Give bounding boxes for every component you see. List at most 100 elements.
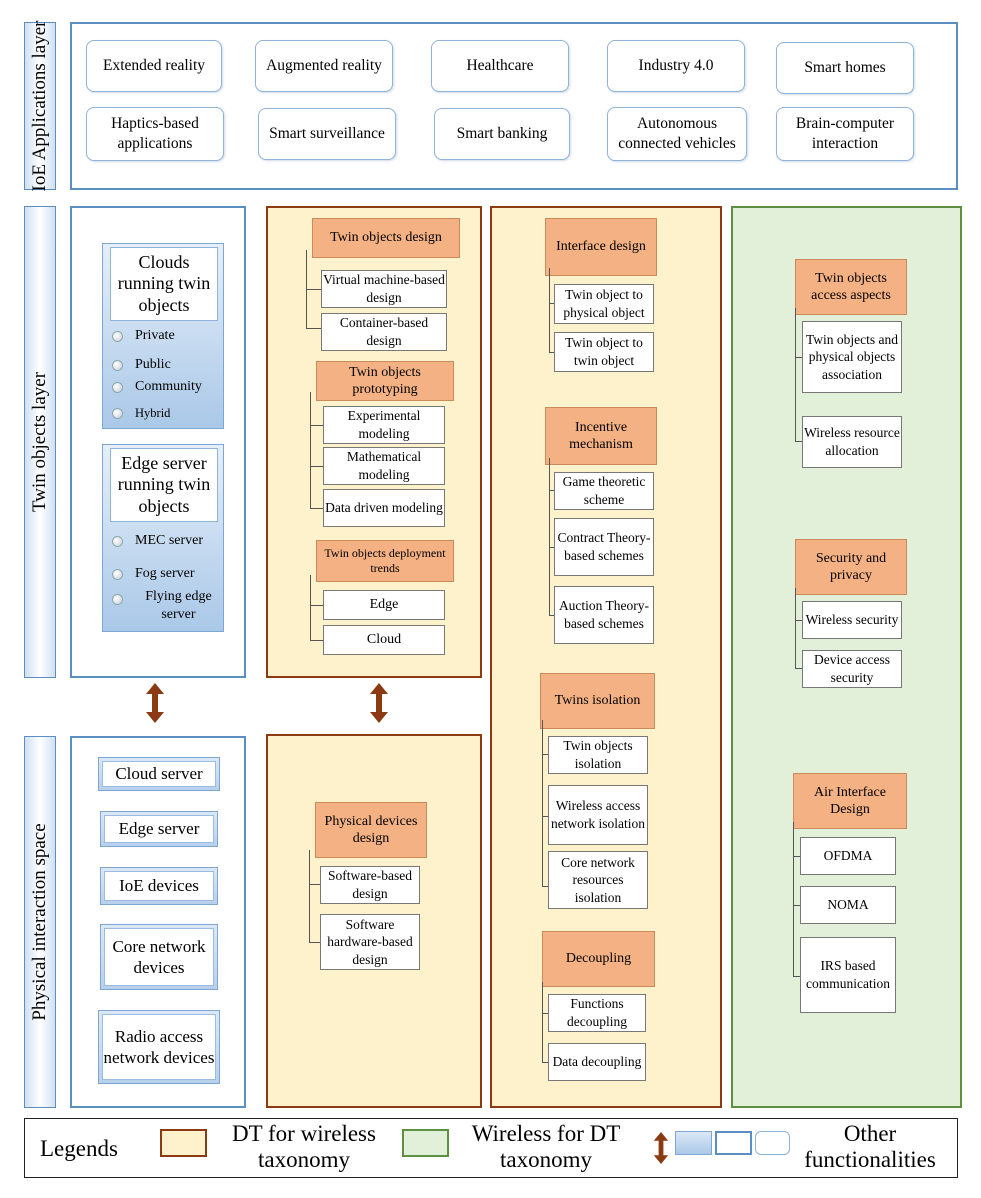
hdr-decoupling: Decoupling xyxy=(542,931,655,987)
item-data-driven-modeling: Data driven modeling xyxy=(323,489,445,527)
phys-cloud-server-label: Cloud server xyxy=(102,761,216,787)
tree-line xyxy=(542,886,548,887)
item-wireless-resource-allocation: Wireless resource allocation xyxy=(802,416,902,468)
hdr-twin-objects-design: Twin objects design xyxy=(312,218,460,258)
cloud-community-label: Community xyxy=(135,379,202,394)
double-arrow-icon xyxy=(370,683,388,723)
tree-line xyxy=(542,816,548,817)
item-deploy-edge: Edge xyxy=(323,590,445,620)
tree-line xyxy=(310,508,323,509)
phys-radio-access: Radio access network devices xyxy=(98,1010,220,1084)
edge-fog-label: Fog server xyxy=(135,566,195,581)
tree-line xyxy=(310,392,311,508)
app-extended-reality: Extended reality xyxy=(86,40,222,92)
tree-line xyxy=(549,490,554,491)
legend-title: Legends xyxy=(40,1136,118,1161)
phys-edge-server-label: Edge server xyxy=(104,815,214,843)
hdr-physical-devices-design: Physical devices design xyxy=(315,802,427,858)
item-game-theoretic: Game theoretic scheme xyxy=(554,472,654,510)
hdr-air-interface: Air Interface Design xyxy=(793,773,907,829)
item-wireless-access-isolation: Wireless access network isolation xyxy=(548,785,648,845)
tree-line xyxy=(549,458,550,616)
tree-line xyxy=(309,850,310,942)
edge-mec: MEC server xyxy=(112,532,203,550)
app-smart-banking: Smart banking xyxy=(434,108,570,160)
phys-cloud-server: Cloud server xyxy=(98,757,220,791)
item-twin-to-physical: Twin object to physical object xyxy=(554,284,654,324)
tree-line xyxy=(795,441,802,442)
phys-edge-server: Edge server xyxy=(100,811,218,847)
tree-line xyxy=(310,425,323,426)
tree-line xyxy=(795,620,802,621)
item-ofdma: OFDMA xyxy=(800,837,896,875)
item-functions-decoupling: Functions decoupling xyxy=(548,994,646,1032)
item-software-based-design: Software-based design xyxy=(320,866,420,904)
legend-other: Other functionalities xyxy=(804,1121,936,1173)
app-smart-surveillance: Smart surveillance xyxy=(258,108,396,160)
tree-line xyxy=(542,754,548,755)
tree-line xyxy=(306,289,321,290)
legend-swatch-gradient xyxy=(675,1131,712,1155)
tree-line xyxy=(309,884,320,885)
tree-line xyxy=(309,942,320,943)
hdr-twin-objects-deployment: Twin objects deployment trends xyxy=(316,540,454,582)
dt-col1-lower-frame xyxy=(266,734,482,1108)
tree-line xyxy=(549,268,550,352)
tree-line xyxy=(542,982,543,1062)
app-augmented-reality: Augmented reality xyxy=(255,40,393,92)
item-software-hardware-design: Software hardware-based design xyxy=(320,914,420,970)
edge-title: Edge server running twin objects xyxy=(110,448,218,522)
item-twin-objects-isolation: Twin objects isolation xyxy=(548,736,648,774)
bullet-icon xyxy=(112,359,123,371)
item-device-access-security: Device access security xyxy=(802,650,902,688)
bullet-icon xyxy=(112,594,123,605)
edge-flying: Flying edge server xyxy=(112,588,222,623)
tree-line xyxy=(795,668,802,669)
legend-swatch-wireless-for-dt xyxy=(402,1129,449,1157)
double-arrow-icon xyxy=(653,1132,669,1164)
app-healthcare: Healthcare xyxy=(431,40,569,92)
item-vm-design: Virtual machine-based design xyxy=(321,270,447,308)
phys-ioe-devices-label: IoE devices xyxy=(104,871,214,901)
tree-line xyxy=(795,357,802,358)
tree-line xyxy=(795,308,796,442)
item-auction-theory: Auction Theory-based schemes xyxy=(554,586,654,644)
bullet-icon xyxy=(112,381,123,393)
tree-line xyxy=(549,547,554,548)
layer-tab-physical: Physical interaction space xyxy=(24,736,56,1108)
cloud-private: Private xyxy=(112,327,175,345)
phys-radio-access-label: Radio access network devices xyxy=(102,1014,216,1080)
tree-line xyxy=(549,352,554,353)
tree-line xyxy=(549,615,554,616)
item-twin-to-twin: Twin object to twin object xyxy=(554,332,654,372)
layer-label-applications: IoE Applications layer xyxy=(29,20,50,192)
hdr-security-privacy: Security and privacy xyxy=(795,539,907,595)
item-contract-theory: Contract Theory-based schemes xyxy=(554,518,654,576)
tree-line xyxy=(306,328,321,329)
app-industry-4: Industry 4.0 xyxy=(607,40,745,92)
tree-line xyxy=(793,822,794,977)
phys-core-network-label: Core network devices xyxy=(104,928,214,986)
hdr-interface-design: Interface design xyxy=(545,218,657,276)
tree-line xyxy=(793,856,800,857)
cloud-private-label: Private xyxy=(135,328,175,343)
legend-swatch-blue-border xyxy=(715,1131,752,1155)
hdr-twins-isolation: Twins isolation xyxy=(540,673,655,729)
cloud-public: Public xyxy=(112,356,171,374)
legend-dt-for-wireless: DT for wireless taxonomy xyxy=(232,1121,376,1173)
layer-label-physical: Physical interaction space xyxy=(29,823,50,1021)
layer-tab-applications: IoE Applications layer xyxy=(24,20,56,192)
tree-line xyxy=(310,640,323,641)
edge-flying-label: Flying edge server xyxy=(145,589,212,622)
bullet-icon xyxy=(112,407,123,419)
tree-line xyxy=(310,466,323,467)
cloud-hybrid-label: Hybrid xyxy=(135,405,171,420)
tree-line xyxy=(542,720,543,886)
tree-line xyxy=(542,1013,548,1014)
clouds-title: Clouds running twin objects xyxy=(110,247,218,321)
phys-ioe-devices: IoE devices xyxy=(100,867,218,905)
item-data-decoupling: Data decoupling xyxy=(548,1043,646,1081)
app-brain-computer: Brain-computer interaction xyxy=(776,107,914,161)
hdr-twin-objects-prototyping: Twin objects prototyping xyxy=(316,361,454,401)
phys-core-network: Core network devices xyxy=(100,924,218,990)
